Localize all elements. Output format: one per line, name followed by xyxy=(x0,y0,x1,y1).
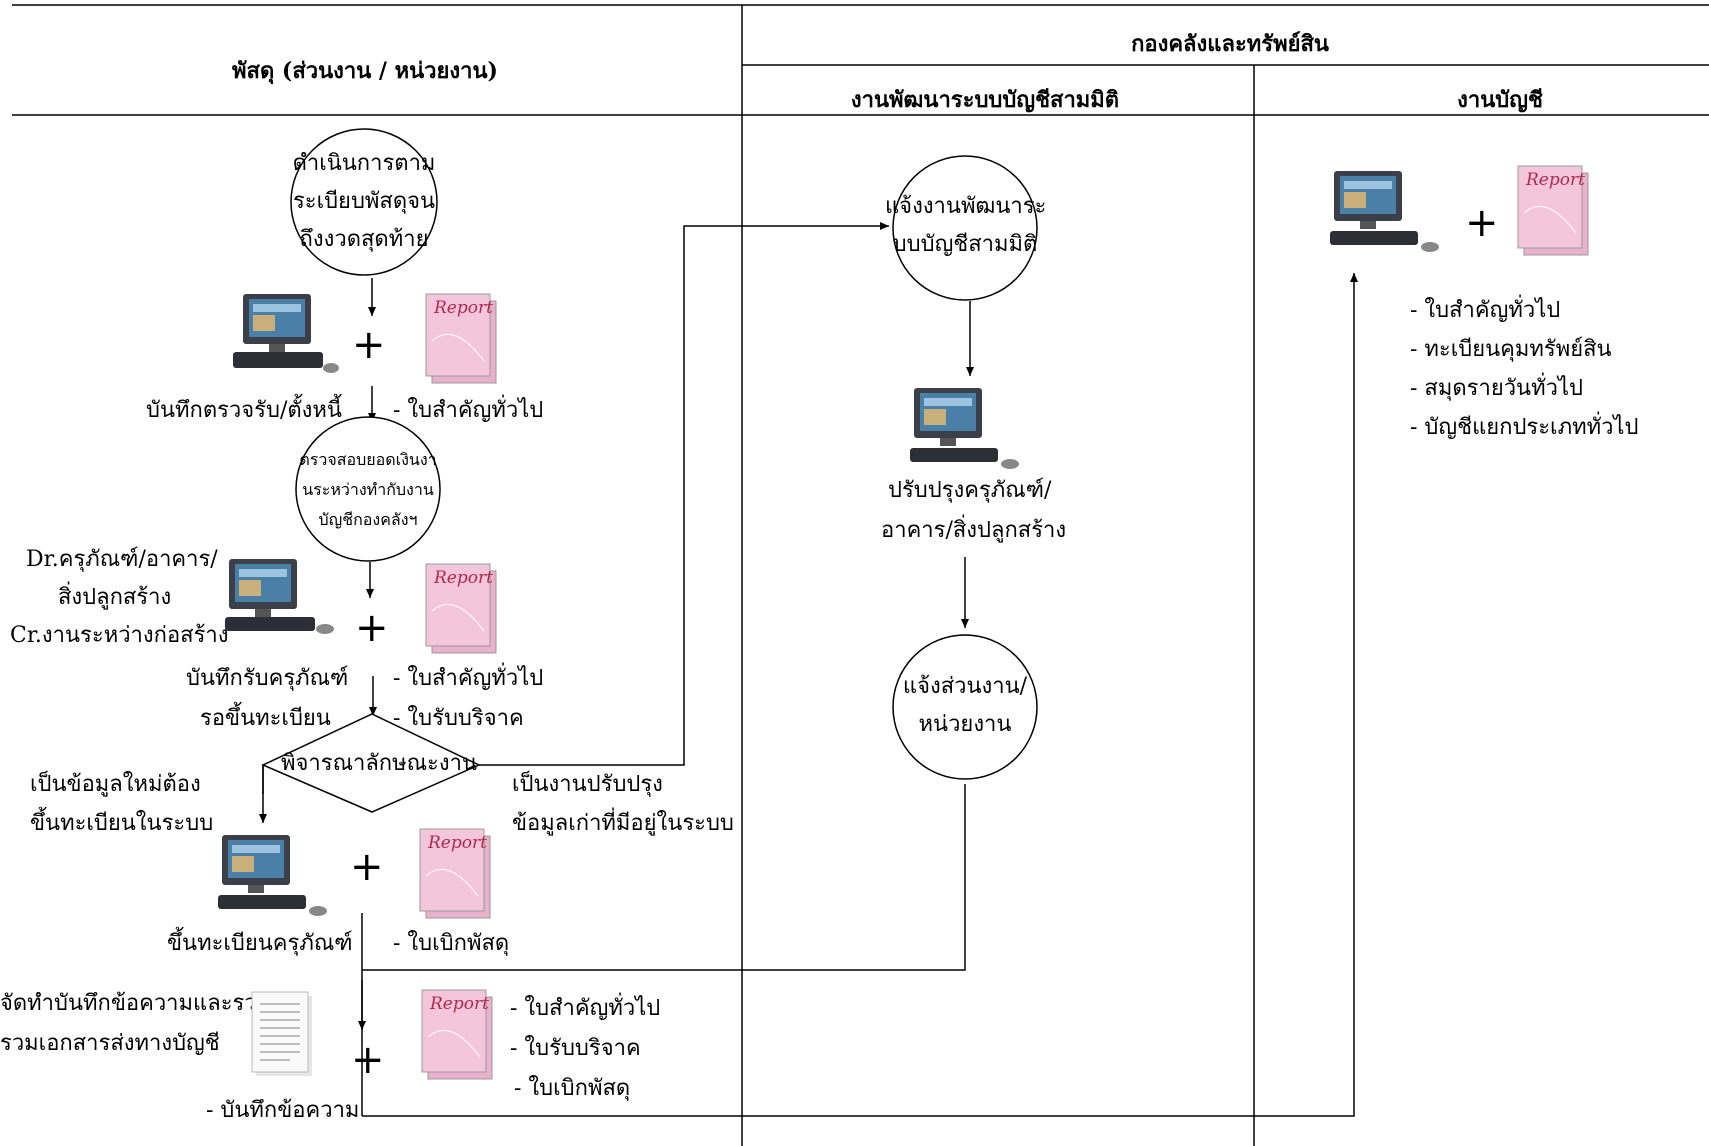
svg-text:Report: Report xyxy=(433,298,493,318)
computer-icon xyxy=(233,292,343,382)
doc-withdraw-2: - ใบเบิกพัสดุ xyxy=(514,1076,631,1101)
notify-3d-circle-label: แจ้งงานพัฒนาระ บบบัญชีสามมิติ xyxy=(885,194,1047,257)
doc-general-1: - ใบสำคัญทั่วไป xyxy=(393,398,544,423)
check-circle xyxy=(295,416,441,562)
register-asset-label: ขึ้นทะเบียนครุภัณฑ์ xyxy=(167,931,353,956)
computer-icon xyxy=(910,386,1020,476)
computer-icon xyxy=(1330,169,1440,259)
notify-unit-circle-label: แจ้งส่วนงาน/ หน่วยงาน xyxy=(902,674,1028,737)
report-icon: Report xyxy=(424,561,499,656)
decision-label: พิจารณาลักษณะงาน xyxy=(281,751,477,776)
header-finance-group: กองคลังและทรัพย์สิน xyxy=(1131,31,1329,57)
accounting-doc-1: - ใบสำคัญทั่วไป xyxy=(1410,298,1561,323)
check-circle-label: ตรวจสอบยอดเงินงา นระหว่างทำกับงาน บัญชีก… xyxy=(299,450,437,529)
update-asset-2: อาคาร/สิ่งปลูกสร้าง xyxy=(881,518,1067,543)
new-data-2: ขึ้นทะเบียนในระบบ xyxy=(30,811,214,836)
update-asset-1: ปรับปรุงครุภัณฑ์/ xyxy=(888,478,1052,503)
svg-text:Report: Report xyxy=(433,568,493,588)
svg-text:Report: Report xyxy=(1525,170,1585,190)
doc-donation-2: - ใบรับบริจาค xyxy=(510,1036,641,1061)
memo-text-2: รวมเอกสารส่งทางบัญชี xyxy=(0,1031,220,1056)
notify-3d-circle xyxy=(892,155,1038,301)
dr-line-2: สิ่งปลูกสร้าง xyxy=(58,585,172,610)
start-circle-label: ดำเนินการตาม ระเบียบพัสดุจน ถึงงวดสุดท้า… xyxy=(292,151,436,252)
memo-text-1: จัดทำบันทึกข้อความและรวบ xyxy=(0,991,271,1016)
plus-symbol: + xyxy=(352,322,386,368)
header-accounting: งานบัญชี xyxy=(1457,87,1543,113)
plus-symbol: + xyxy=(350,844,384,890)
computer-icon xyxy=(218,833,328,923)
accounting-doc-2: - ทะเบียนคุมทรัพย์สิน xyxy=(1410,337,1612,362)
accounting-doc-3: - สมุดรายวันทั่วไป xyxy=(1410,376,1583,401)
dr-line-1: Dr.ครุภัณฑ์/อาคาร/ xyxy=(26,547,218,572)
doc-general-2: - ใบสำคัญทั่วไป xyxy=(393,666,544,691)
doc-general-3: - ใบสำคัญทั่วไป xyxy=(510,996,661,1021)
accounting-doc-4: - บัญชีแยกประเภททั่วไป xyxy=(1410,415,1639,440)
report-icon: Report xyxy=(418,826,493,921)
doc-donation-1: - ใบรับบริจาค xyxy=(393,706,524,731)
svg-text:Report: Report xyxy=(427,833,487,853)
header-supply: พัสดุ (ส่วนงาน / หน่วยงาน) xyxy=(232,58,498,84)
cr-line: Cr.งานระหว่างก่อสร้าง xyxy=(10,623,229,648)
new-data-1: เป็นข้อมูลใหม่ต้อง xyxy=(30,772,201,797)
plus-symbol: + xyxy=(351,1037,385,1083)
notify-unit-circle xyxy=(892,634,1038,780)
memo-label: - บันทึกข้อความ xyxy=(206,1098,360,1123)
improve-1: เป็นงานปรับปรุง xyxy=(512,772,663,797)
memo-document-icon xyxy=(250,990,315,1080)
record-asset-1: บันทึกรับครุภัณฑ์ xyxy=(186,666,349,691)
report-icon: Report xyxy=(424,291,499,386)
record-receipt-label: บันทึกตรวจรับ/ตั้งหนี้ xyxy=(146,398,342,423)
improve-2: ข้อมูลเก่าที่มีอยู่ในระบบ xyxy=(512,811,734,836)
header-3d-lane: งานพัฒนาระบบบัญชีสามมิติ xyxy=(850,87,1120,113)
record-asset-2: รอขึ้นทะเบียน xyxy=(200,706,331,731)
report-icon: Report xyxy=(420,987,495,1082)
doc-withdraw-1: - ใบเบิกพัสดุ xyxy=(393,931,510,956)
svg-text:Report: Report xyxy=(429,994,489,1014)
plus-symbol: + xyxy=(355,605,389,651)
computer-icon xyxy=(225,557,335,647)
start-circle xyxy=(290,128,438,276)
plus-symbol: + xyxy=(1465,200,1499,246)
report-icon: Report xyxy=(1516,163,1591,258)
decision-diamond xyxy=(261,713,481,813)
